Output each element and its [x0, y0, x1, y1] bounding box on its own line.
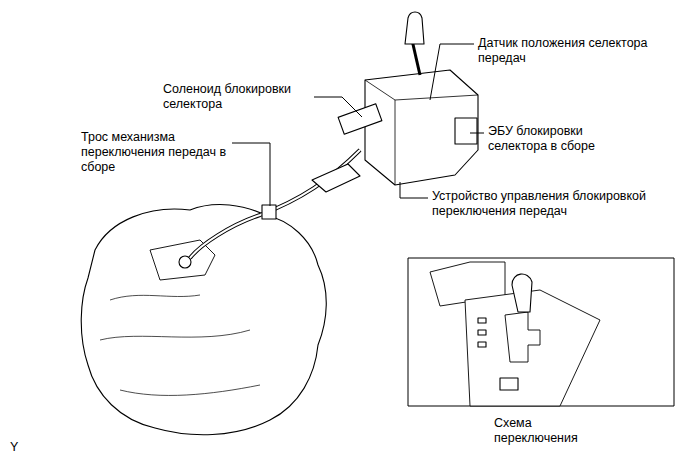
transmission [81, 205, 326, 435]
unit-edge [365, 80, 478, 185]
shift-gate [505, 312, 540, 362]
ecu [455, 118, 477, 144]
shift-cable [190, 150, 360, 258]
figure-code: Y [10, 440, 30, 455]
solenoid [338, 104, 382, 135]
shift-cable-inner [190, 150, 360, 258]
part-name: Трос механизма переключения передач в сб… [81, 130, 229, 175]
part-name: Устройство управления блокировкой перекл… [432, 189, 672, 219]
leader-line [314, 97, 362, 117]
indicator [478, 342, 486, 347]
part-name: Датчик положения селектора передач [478, 36, 663, 66]
indicator [478, 318, 486, 323]
cable-bracket [262, 205, 276, 219]
shift-knob [405, 12, 424, 44]
transmission-detail [100, 295, 260, 395]
leader-line [400, 182, 428, 198]
leader-line [470, 133, 484, 134]
cable-boot [312, 164, 360, 192]
shift-lock-unit [365, 70, 478, 185]
leader-line [232, 143, 270, 206]
lever-pivot [179, 256, 191, 268]
console [465, 290, 600, 406]
shift-lever [412, 40, 420, 75]
inset-knob [512, 274, 532, 312]
part-name: Соленоид блокировки селектора [163, 82, 313, 112]
inset-button [500, 378, 518, 390]
caption-label: Схема переключения [494, 416, 594, 446]
indicator [478, 330, 486, 335]
part-name: ЭБУ блокировки селектора в сборе [488, 124, 618, 154]
leader-line [430, 44, 474, 100]
inset-frame [408, 258, 674, 406]
